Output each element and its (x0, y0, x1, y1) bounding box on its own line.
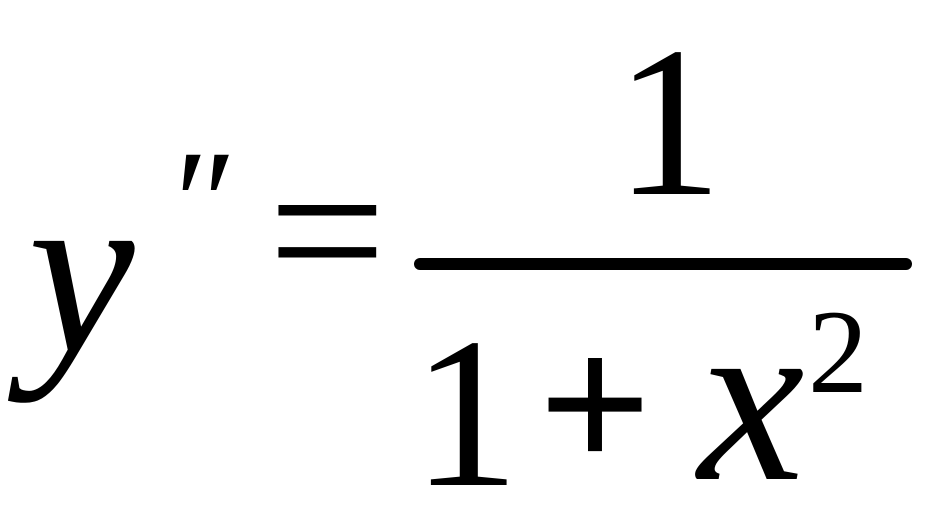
denominator-variable: x (698, 265, 805, 531)
denominator-constant: 1 (412, 293, 520, 532)
double-prime-mark: ″ (165, 120, 228, 286)
plus-sign: + (538, 294, 652, 515)
equals-sign: = (268, 115, 387, 347)
fraction-numerator: 1 (615, 2, 723, 241)
lhs-variable: y (28, 137, 135, 403)
fraction-bar (414, 258, 912, 270)
denominator-exponent: 2 (808, 285, 868, 418)
